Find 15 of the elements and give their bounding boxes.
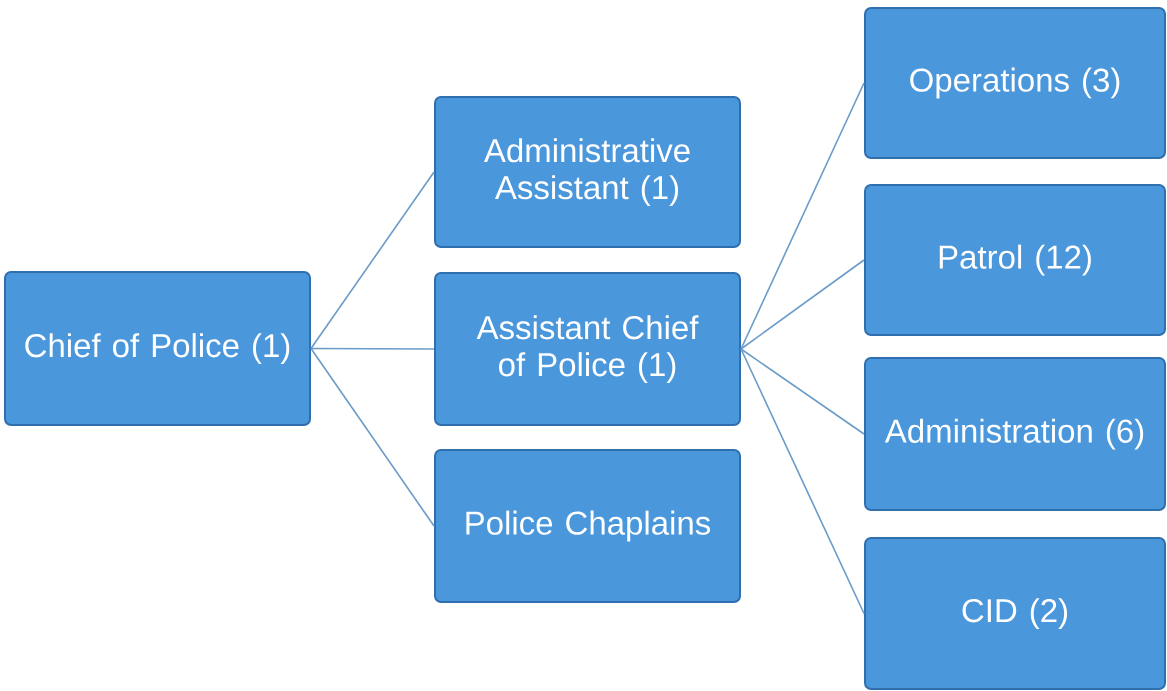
org-box: Administrative Assistant (1) (434, 96, 741, 248)
connector-line (310, 347, 435, 350)
org-box: Assistant Chief of Police (1) (434, 272, 741, 426)
org-box: Chief of Police (1) (4, 271, 311, 426)
connector-line (310, 347, 435, 527)
connector-line (740, 259, 865, 350)
org-box: Administration (6) (864, 357, 1166, 511)
connector-line (740, 82, 865, 350)
org-box: Patrol (12) (864, 184, 1166, 336)
connector-line (740, 348, 865, 435)
org-box: Police Chaplains (434, 449, 741, 603)
org-box: Operations (3) (864, 7, 1166, 159)
connector-line (740, 348, 865, 615)
org-box: CID (2) (864, 537, 1166, 690)
connector-line (310, 171, 435, 350)
